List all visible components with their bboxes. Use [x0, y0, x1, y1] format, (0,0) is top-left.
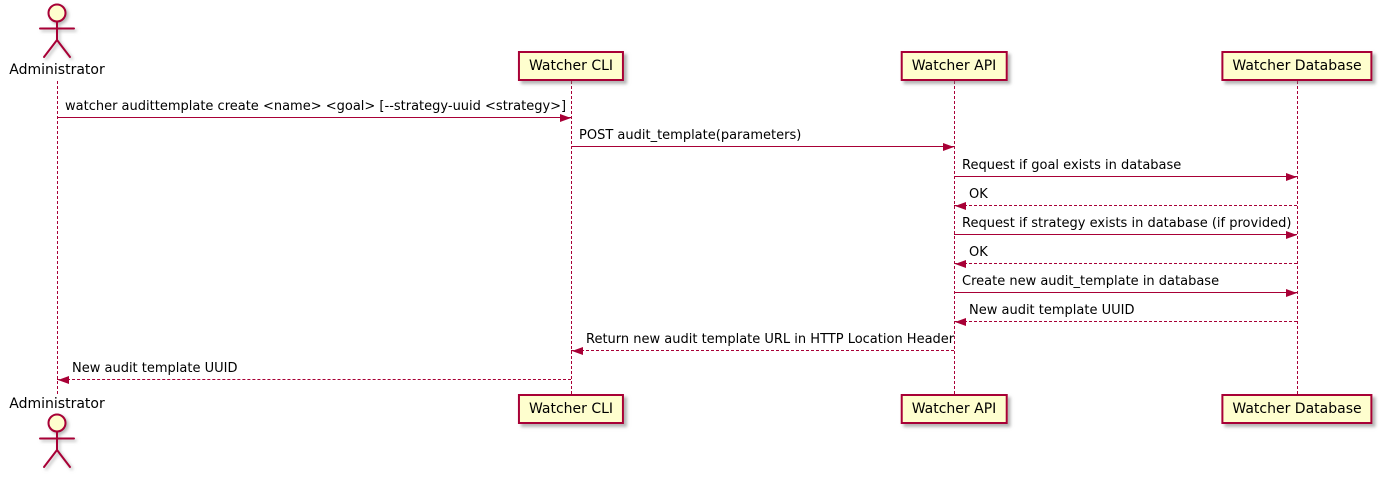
message-label: watcher audittemplate create <name> <goa…	[65, 99, 567, 114]
message-label: Return new audit template URL in HTTP Lo…	[586, 332, 955, 347]
message-line	[954, 234, 1297, 235]
message-line	[954, 176, 1297, 177]
message-line	[571, 146, 954, 147]
participant-box-watcher-api: Watcher API	[900, 51, 1008, 81]
message-arrowhead	[955, 201, 966, 210]
message-label: Request if strategy exists in database (…	[962, 216, 1292, 231]
message-arrowhead	[955, 317, 966, 326]
actor-figure-administrator	[31, 412, 83, 470]
message-arrowhead	[560, 113, 571, 122]
message-label: Request if goal exists in database	[962, 158, 1182, 173]
message-label: New audit template UUID	[72, 361, 238, 376]
actor-icon	[39, 413, 75, 468]
message-arrowhead	[1286, 172, 1297, 181]
message-label: Create new audit_template in database	[962, 274, 1220, 289]
participant-box-watcher-cli: Watcher CLI	[517, 394, 625, 424]
lifeline-watcher-cli	[570, 81, 572, 394]
message-line	[571, 350, 954, 351]
actor-figure-administrator	[31, 2, 83, 60]
participant-box-watcher-database: Watcher Database	[1221, 394, 1373, 424]
participant-box-watcher-cli: Watcher CLI	[517, 51, 625, 81]
lifeline-administrator	[56, 81, 58, 394]
message-label: OK	[969, 187, 988, 202]
message-line	[954, 263, 1297, 264]
lifeline-watcher-database	[1296, 81, 1298, 394]
message-line	[57, 117, 571, 118]
participant-box-watcher-api: Watcher API	[900, 394, 1008, 424]
message-arrowhead	[955, 259, 966, 268]
message-label: New audit template UUID	[969, 303, 1135, 318]
actor-label-administrator: Administrator	[9, 396, 105, 412]
message-arrowhead	[572, 346, 583, 355]
message-label: POST audit_template(parameters)	[579, 128, 802, 143]
message-line	[954, 321, 1297, 322]
actor-icon	[39, 3, 75, 58]
message-line	[954, 205, 1297, 206]
actor-label-administrator: Administrator	[9, 62, 105, 78]
message-arrowhead	[943, 142, 954, 151]
message-line	[57, 379, 571, 380]
message-arrowhead	[1286, 288, 1297, 297]
message-label: OK	[969, 245, 988, 260]
message-arrowhead	[58, 375, 69, 384]
lifeline-watcher-api	[953, 81, 955, 394]
message-line	[954, 292, 1297, 293]
participant-box-watcher-database: Watcher Database	[1221, 51, 1373, 81]
message-arrowhead	[1286, 230, 1297, 239]
